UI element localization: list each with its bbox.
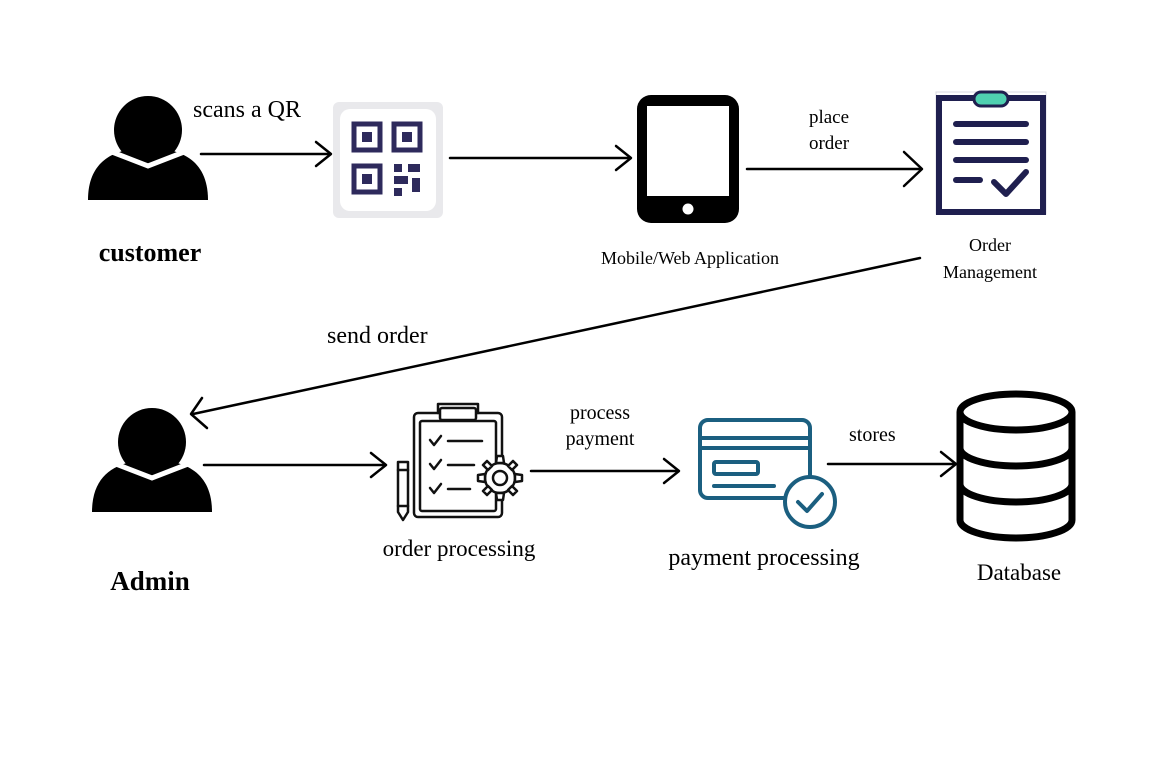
customer-person-icon (88, 96, 208, 200)
process-payment-edge-label-line1: process (570, 402, 630, 424)
arrow-payment-to-database (826, 450, 958, 478)
arrows (189, 140, 958, 485)
arrow-customer-to-qr (199, 140, 333, 168)
place-order-edge-label-line1: place (808, 107, 850, 128)
scans-qr-edge-label: scans a QR (193, 97, 301, 123)
stores-edge-label: stores (849, 424, 896, 446)
send-order-edge-label: send order (327, 323, 428, 349)
process-payment-edge-label-line2: payment (565, 428, 635, 450)
clipboard-gear-icon (396, 402, 524, 522)
arrow-admin-to-order-processing (202, 451, 388, 479)
order-processing-label: order processing (382, 536, 536, 561)
arrow-app-to-order-management (745, 150, 924, 188)
arrow-order-processing-to-payment (529, 457, 681, 485)
arrow-order-management-to-admin (189, 256, 922, 430)
database-label: Database (976, 560, 1062, 585)
order-management-label-line2: Management (943, 262, 1037, 282)
qr-code-icon (333, 102, 443, 218)
clipboard-checklist-icon (935, 90, 1047, 215)
smartphone-icon (637, 95, 739, 223)
app-label: Mobile/Web Application (600, 248, 780, 268)
credit-card-check-icon (698, 418, 837, 529)
admin-label: Admin (110, 566, 190, 596)
arrow-qr-to-app (448, 144, 633, 172)
order-management-label-line1: Order (969, 235, 1011, 255)
database-icon (956, 390, 1076, 542)
admin-person-icon (92, 408, 212, 512)
customer-label: customer (98, 238, 202, 267)
payment-processing-label: payment processing (668, 545, 860, 571)
place-order-edge-label-line2: order (808, 133, 850, 154)
